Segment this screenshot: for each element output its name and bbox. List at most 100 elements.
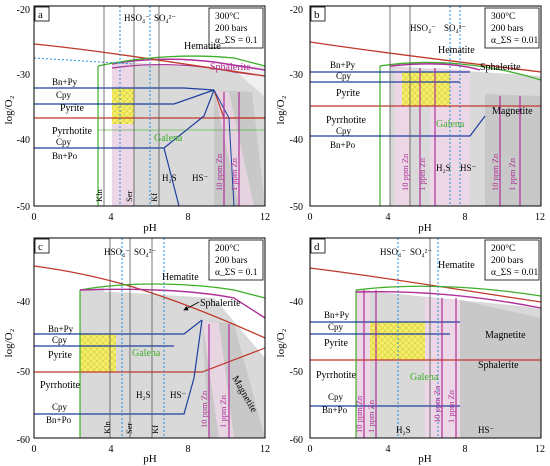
ytick-c-40: -40 — [17, 297, 30, 308]
label-c-pyrrhotite: Pyrrhotite — [40, 380, 81, 391]
xtick-a-8: 8 — [186, 212, 191, 223]
label-c-cpy2: Cpy — [52, 402, 68, 412]
label-d-zn1b: 1 ppm Zn — [446, 389, 456, 423]
label-b-hematite: Hematite — [438, 45, 475, 56]
ytick-d-40: -40 — [290, 297, 303, 308]
panel-c-cond-2: 200 bars — [215, 256, 248, 266]
panel-d-cond-2: 200 bars — [491, 256, 524, 266]
label-d-galena: Galena — [410, 372, 439, 383]
label-d-so4: SO₄²⁻ — [410, 247, 432, 257]
xlabel-a: pH — [143, 222, 157, 234]
panel-a-cond-2: 200 bars — [215, 24, 248, 34]
label-d-bnpy: Bn+Py — [324, 310, 350, 320]
label-b-hs: HS⁻ — [460, 163, 477, 173]
label-d-hematite: Hematite — [438, 260, 475, 271]
label-d-sphalerite: Sphalerite — [478, 360, 519, 371]
ytick-a-50: -50 — [17, 202, 30, 213]
label-c-sphalerite: Sphalerite — [200, 298, 241, 309]
ytick-c-60: -60 — [17, 435, 30, 446]
label-a-kln: Kln — [94, 189, 104, 203]
label-d-zn1a: 1 ppm Zn — [366, 399, 376, 433]
ylabel-a: log/O₂ — [3, 95, 15, 124]
panel-d-cond-3: α_ΣS = 0.01 — [491, 268, 539, 278]
label-c-pyrite: Pyrite — [48, 350, 72, 361]
label-a-h2s: H₂S — [162, 173, 177, 183]
label-b-cpy1: Cpy — [336, 71, 352, 81]
ytick-d-50: -50 — [290, 367, 303, 378]
ytick-b-20: -20 — [290, 5, 303, 16]
label-d-cpy2: Cpy — [328, 392, 344, 402]
panel-c: log/O₂ pH -40 -50 -60 0 4 8 12 — [3, 237, 270, 465]
panel-a-cond-1: 300°C — [215, 11, 239, 22]
label-d-hs: HS⁻ — [478, 425, 495, 435]
label-c-hematite: Hematite — [162, 272, 199, 283]
label-b-so4: SO₄²⁻ — [444, 23, 466, 33]
label-c-bnpo: Bn+Po — [46, 415, 72, 425]
label-b-magnetite: Magnetite — [492, 106, 533, 117]
label-a-hematite: Hematite — [184, 41, 221, 52]
panel-b: log/O₂ pH -20 -30 -40 -50 0 4 8 12 — [275, 5, 545, 234]
label-d-magnetite: Magnetite — [485, 330, 526, 341]
label-b-hso4: HSO₄⁻ — [410, 23, 436, 33]
xtick-a-12: 12 — [260, 212, 270, 223]
panel-c-letter: c — [38, 241, 43, 253]
xtick-d-8: 8 — [463, 444, 468, 455]
panel-a-letter: a — [38, 9, 43, 21]
ylabel-d: log/O₂ — [275, 328, 287, 357]
panel-b-cond-2: 200 bars — [491, 24, 524, 34]
xtick-d-0: 0 — [308, 444, 313, 455]
label-b-zn1b: 1 ppm Zn — [507, 157, 517, 191]
label-c-zn10: 10 ppm Zn — [199, 390, 209, 428]
panel-c-cond-1: 200°C — [215, 243, 239, 254]
xtick-b-4: 4 — [386, 212, 391, 223]
label-a-cpy1: Cpy — [56, 90, 72, 100]
label-c-kln: Kln — [102, 421, 112, 435]
label-a-pyrite: Pyrite — [60, 103, 84, 114]
label-c-ser: Ser — [124, 423, 134, 435]
label-a-hso4: HSO₄⁻ — [124, 13, 150, 23]
xlabel-b: pH — [418, 222, 432, 234]
label-d-zn10b: 10 ppm Zn — [432, 385, 442, 423]
label-b-sphalerite: Sphalerite — [480, 62, 521, 73]
label-c-hso4: HSO₄⁻ — [104, 247, 130, 257]
label-b-zn1a: 1 ppm Zn — [417, 157, 427, 191]
ytick-a-30: -30 — [17, 70, 30, 81]
ytick-b-50: -50 — [290, 202, 303, 213]
panel-a-cond-3: α_ΣS = 0.1 — [215, 36, 258, 46]
label-a-zn10: 10 ppm Zn — [214, 153, 224, 191]
xtick-c-8: 8 — [186, 444, 191, 455]
ytick-c-50: -50 — [17, 367, 30, 378]
label-c-zn1: 1 ppm Zn — [218, 394, 228, 428]
label-b-bnpy: Bn+Py — [330, 60, 356, 70]
label-c-hs: HS⁻ — [170, 390, 187, 400]
panel-b-cond-3: α_ΣS = 0.01 — [491, 36, 539, 46]
xtick-b-0: 0 — [308, 212, 313, 223]
panel-d: log/O₂ pH -40 -50 -60 0 4 8 12 — [275, 237, 545, 465]
xtick-c-0: 0 — [32, 444, 37, 455]
xtick-d-12: 12 — [535, 444, 545, 455]
label-d-h2s: H₂S — [396, 425, 411, 435]
label-b-h2s: H₂S — [436, 163, 451, 173]
label-c-h2s: H₂S — [136, 390, 151, 400]
label-d-bnpo: Bn+Po — [322, 405, 348, 415]
xlabel-d: pH — [418, 453, 432, 465]
panel-c-cond-3: α_ΣS = 0.1 — [215, 268, 258, 278]
label-a-galena: Galena — [154, 133, 183, 144]
label-b-pyrite: Pyrite — [336, 88, 360, 99]
label-a-zn1: 1 ppm Zn — [229, 157, 239, 191]
label-b-zn10a: 10 ppm Zn — [400, 153, 410, 191]
xtick-d-4: 4 — [386, 444, 391, 455]
label-d-zn10a: 10 ppm Zn — [354, 395, 364, 433]
label-d-cpy1: Cpy — [328, 322, 344, 332]
label-b-zn10b: 10 ppm Zn — [490, 153, 500, 191]
label-b-pyrrhotite: Pyrrhotite — [326, 115, 367, 126]
label-b-cpy2: Cpy — [336, 126, 352, 136]
xlabel-c: pH — [143, 453, 157, 465]
xtick-a-4: 4 — [109, 212, 114, 223]
label-c-kf: Kf — [150, 425, 160, 434]
label-d-pyrite: Pyrite — [324, 338, 348, 349]
label-a-bnpo: Bn+Po — [52, 151, 78, 161]
ytick-b-30: -30 — [290, 70, 303, 81]
label-b-galena: Galena — [436, 119, 465, 130]
